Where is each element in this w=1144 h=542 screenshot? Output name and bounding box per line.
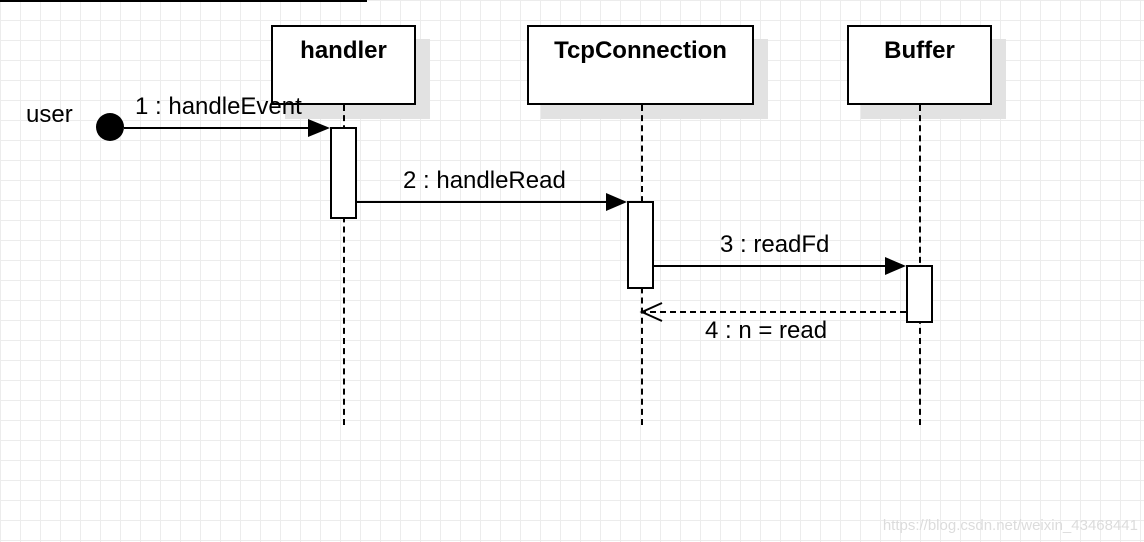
message-3-label: 3 : readFd <box>720 231 830 258</box>
top-rule <box>0 0 367 2</box>
message-3-arrow[interactable] <box>654 257 906 275</box>
lifeline-handler-box[interactable]: handler <box>271 25 416 105</box>
watermark-text: https://blog.csdn.net/weixin_43468441 <box>882 517 1138 534</box>
lifeline-handler-line <box>343 105 345 425</box>
actor-start-dot[interactable] <box>96 113 124 141</box>
activation-handler[interactable] <box>330 127 357 219</box>
activation-tcpconnection[interactable] <box>627 201 654 289</box>
message-1-label: 1 : handleEvent <box>135 93 302 120</box>
message-1-arrow[interactable] <box>124 119 330 137</box>
message-4-return-arrow[interactable] <box>639 302 906 322</box>
message-2-label: 2 : handleRead <box>403 167 566 194</box>
actor-user-label: user <box>26 101 73 128</box>
lifeline-buffer-box[interactable]: Buffer <box>847 25 992 105</box>
lifeline-tcpconnection-box[interactable]: TcpConnection <box>527 25 754 105</box>
activation-buffer[interactable] <box>906 265 933 323</box>
message-4-label: 4 : n = read <box>705 317 828 344</box>
message-2-arrow[interactable] <box>357 193 627 211</box>
